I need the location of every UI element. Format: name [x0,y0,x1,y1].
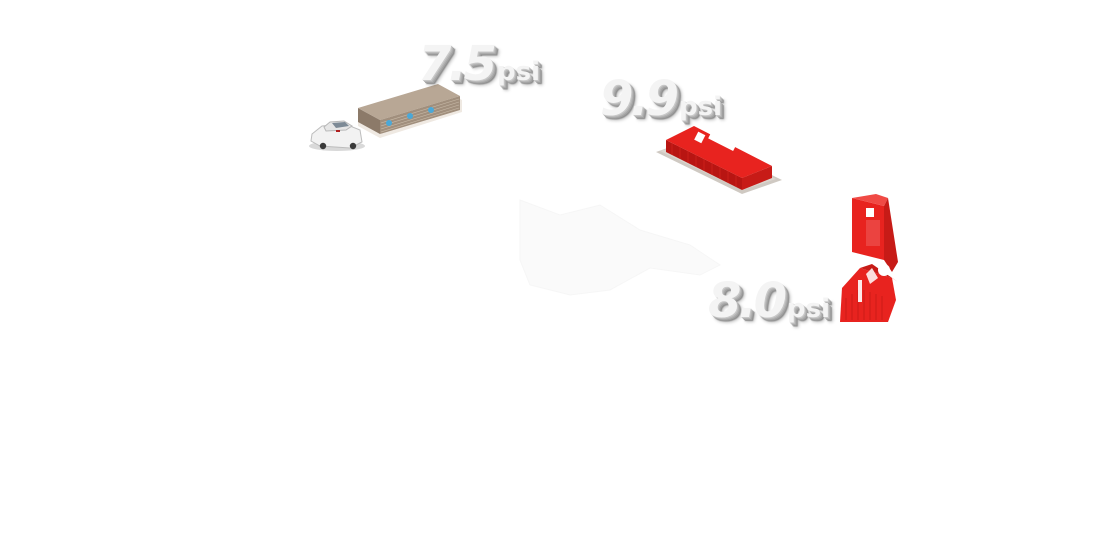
pressure-value: 8.0 [708,273,787,329]
pressure-value: 7.5 [418,36,497,92]
building-icon [358,84,462,138]
damaged-container-icon [840,194,898,322]
pressure-unit: psi [679,92,723,122]
blast-smoke [519,199,721,296]
pressure-unit: psi [787,294,831,324]
pressure-unit: psi [497,57,541,87]
car-icon [309,120,365,151]
pressure-value: 9.9 [600,71,679,127]
shipping-container-icon [656,126,782,194]
